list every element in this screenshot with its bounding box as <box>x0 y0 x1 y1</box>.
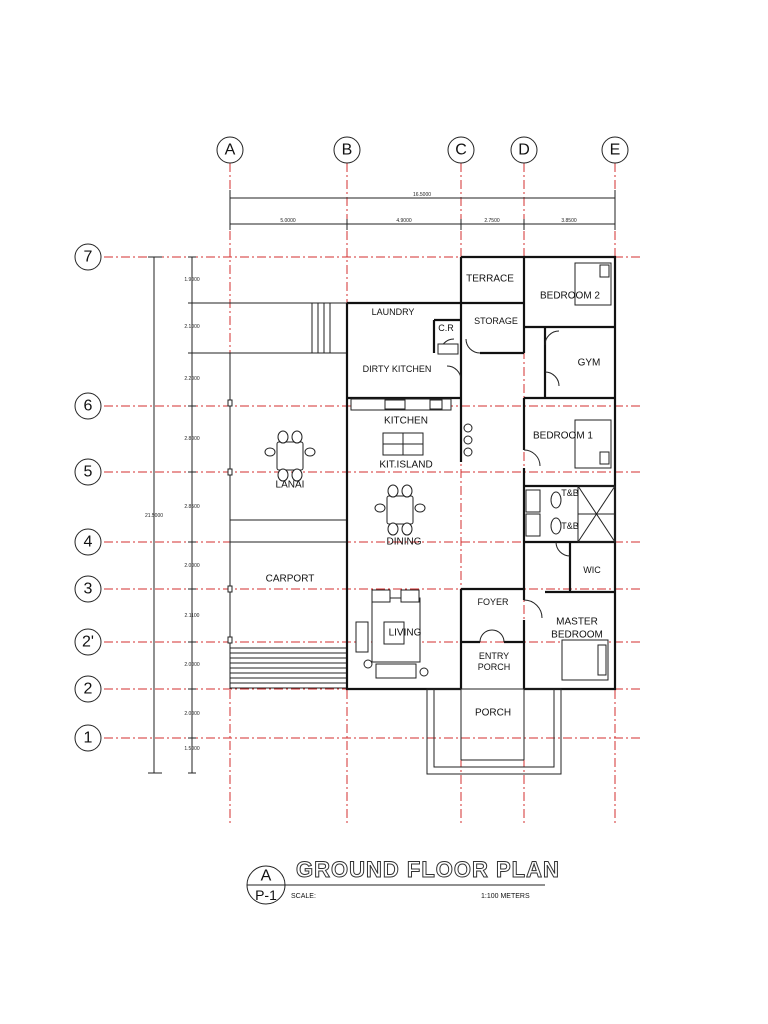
room-label-storage: STORAGE <box>474 316 518 326</box>
row-label-5: 5 <box>84 464 93 481</box>
row-bubbles: 7 6 5 4 3 2' 2 1 <box>74 243 102 752</box>
kitchen-island <box>382 423 473 457</box>
dim-row-10: 1.5000 <box>184 746 200 752</box>
row-label-2: 2 <box>84 681 93 698</box>
column-label-e: E <box>610 142 621 159</box>
lanai-carport-area <box>190 302 347 689</box>
dim-total-width: 16.5000 <box>413 192 431 198</box>
bathroom-fixtures <box>525 485 616 543</box>
room-label-cr: C.R <box>438 323 454 333</box>
row-label-1: 1 <box>84 730 93 747</box>
carport-steps <box>230 647 347 689</box>
row-label-2-prime: 2' <box>82 634 94 651</box>
dim-c-d: 2.7500 <box>484 218 500 224</box>
room-label-bedroom-1: BEDROOM 1 <box>533 431 593 442</box>
room-label-gym: GYM <box>578 358 601 369</box>
row-label-6: 6 <box>84 398 93 415</box>
room-label-master-2: BEDROOM <box>551 630 603 641</box>
dim-row-1: 1.9000 <box>184 277 200 283</box>
horizontal-dimensions: 16.5000 5.0000 4.9000 2.7500 3.8500 <box>229 190 616 230</box>
room-label-kit-island: KIT.ISLAND <box>379 460 432 471</box>
room-labels: TERRACE BEDROOM 2 LAUNDRY C.R STORAGE GY… <box>266 274 603 719</box>
room-label-terrace: TERRACE <box>466 274 514 285</box>
drawing-title: GROUND FLOOR PLAN <box>296 857 560 882</box>
room-label-wic: WIC <box>583 565 601 575</box>
lanai-dining-set <box>264 430 316 482</box>
dim-b-c: 4.9000 <box>396 218 412 224</box>
column-label-a: A <box>225 142 236 159</box>
room-label-porch: PORCH <box>475 708 511 719</box>
room-label-living: LIVING <box>389 628 422 639</box>
dim-row-9: 2.0000 <box>184 711 200 717</box>
room-label-kitchen: KITCHEN <box>384 416 428 427</box>
room-label-tb-2: T&B <box>561 521 579 531</box>
column-bubbles: A B C D E <box>216 136 629 164</box>
dim-row-3: 2.2000 <box>184 376 200 382</box>
dim-row-8: 2.0000 <box>184 662 200 668</box>
dim-d-e: 3.8500 <box>561 218 577 224</box>
room-label-foyer: FOYER <box>477 597 509 607</box>
column-label-b: B <box>342 142 353 159</box>
room-label-tb-1: T&B <box>561 488 579 498</box>
column-label-d: D <box>518 142 530 159</box>
kitchen-counter <box>350 398 452 411</box>
row-label-3: 3 <box>84 581 93 598</box>
room-label-entry-2: PORCH <box>478 662 511 672</box>
room-label-bedroom-2: BEDROOM 2 <box>540 291 600 302</box>
dim-total-height: 21.5000 <box>145 513 163 519</box>
column-label-c: C <box>455 142 467 159</box>
room-label-carport: CARPORT <box>266 574 315 585</box>
dim-a-b: 5.0000 <box>280 218 296 224</box>
room-label-laundry: LAUNDRY <box>372 307 415 317</box>
living-furniture <box>355 589 429 679</box>
sheet-number: P-1 <box>255 887 277 903</box>
scale-label: SCALE: <box>291 893 316 900</box>
room-label-master-1: MASTER <box>556 617 598 628</box>
vertical-dimensions: 21.5000 1.9000 2.1000 2.2000 2.8000 2.85… <box>145 256 200 774</box>
row-label-7: 7 <box>84 249 93 266</box>
exterior-walls <box>345 255 617 691</box>
dim-row-6: 2.0000 <box>184 563 200 569</box>
room-label-entry-1: ENTRY <box>479 651 509 661</box>
title-block: A P-1 GROUND FLOOR PLAN SCALE: 1:100 MET… <box>246 857 560 905</box>
dining-set <box>374 484 426 536</box>
bedroom-beds <box>561 262 612 681</box>
dim-row-4: 2.8000 <box>184 436 200 442</box>
laundry-area <box>437 343 459 355</box>
room-label-lanai: LANAI <box>276 480 305 491</box>
sheet-letter: A <box>261 868 272 885</box>
row-label-4: 4 <box>84 534 93 551</box>
porch-outline <box>426 688 562 775</box>
dim-row-7: 2.1100 <box>185 613 200 619</box>
dim-row-5: 2.8500 <box>184 504 200 510</box>
room-label-dirty-kitchen: DIRTY KITCHEN <box>363 364 432 374</box>
dim-row-2: 2.1000 <box>184 324 200 330</box>
scale-value: 1:100 METERS <box>481 893 530 900</box>
room-label-dining: DINING <box>387 537 422 548</box>
